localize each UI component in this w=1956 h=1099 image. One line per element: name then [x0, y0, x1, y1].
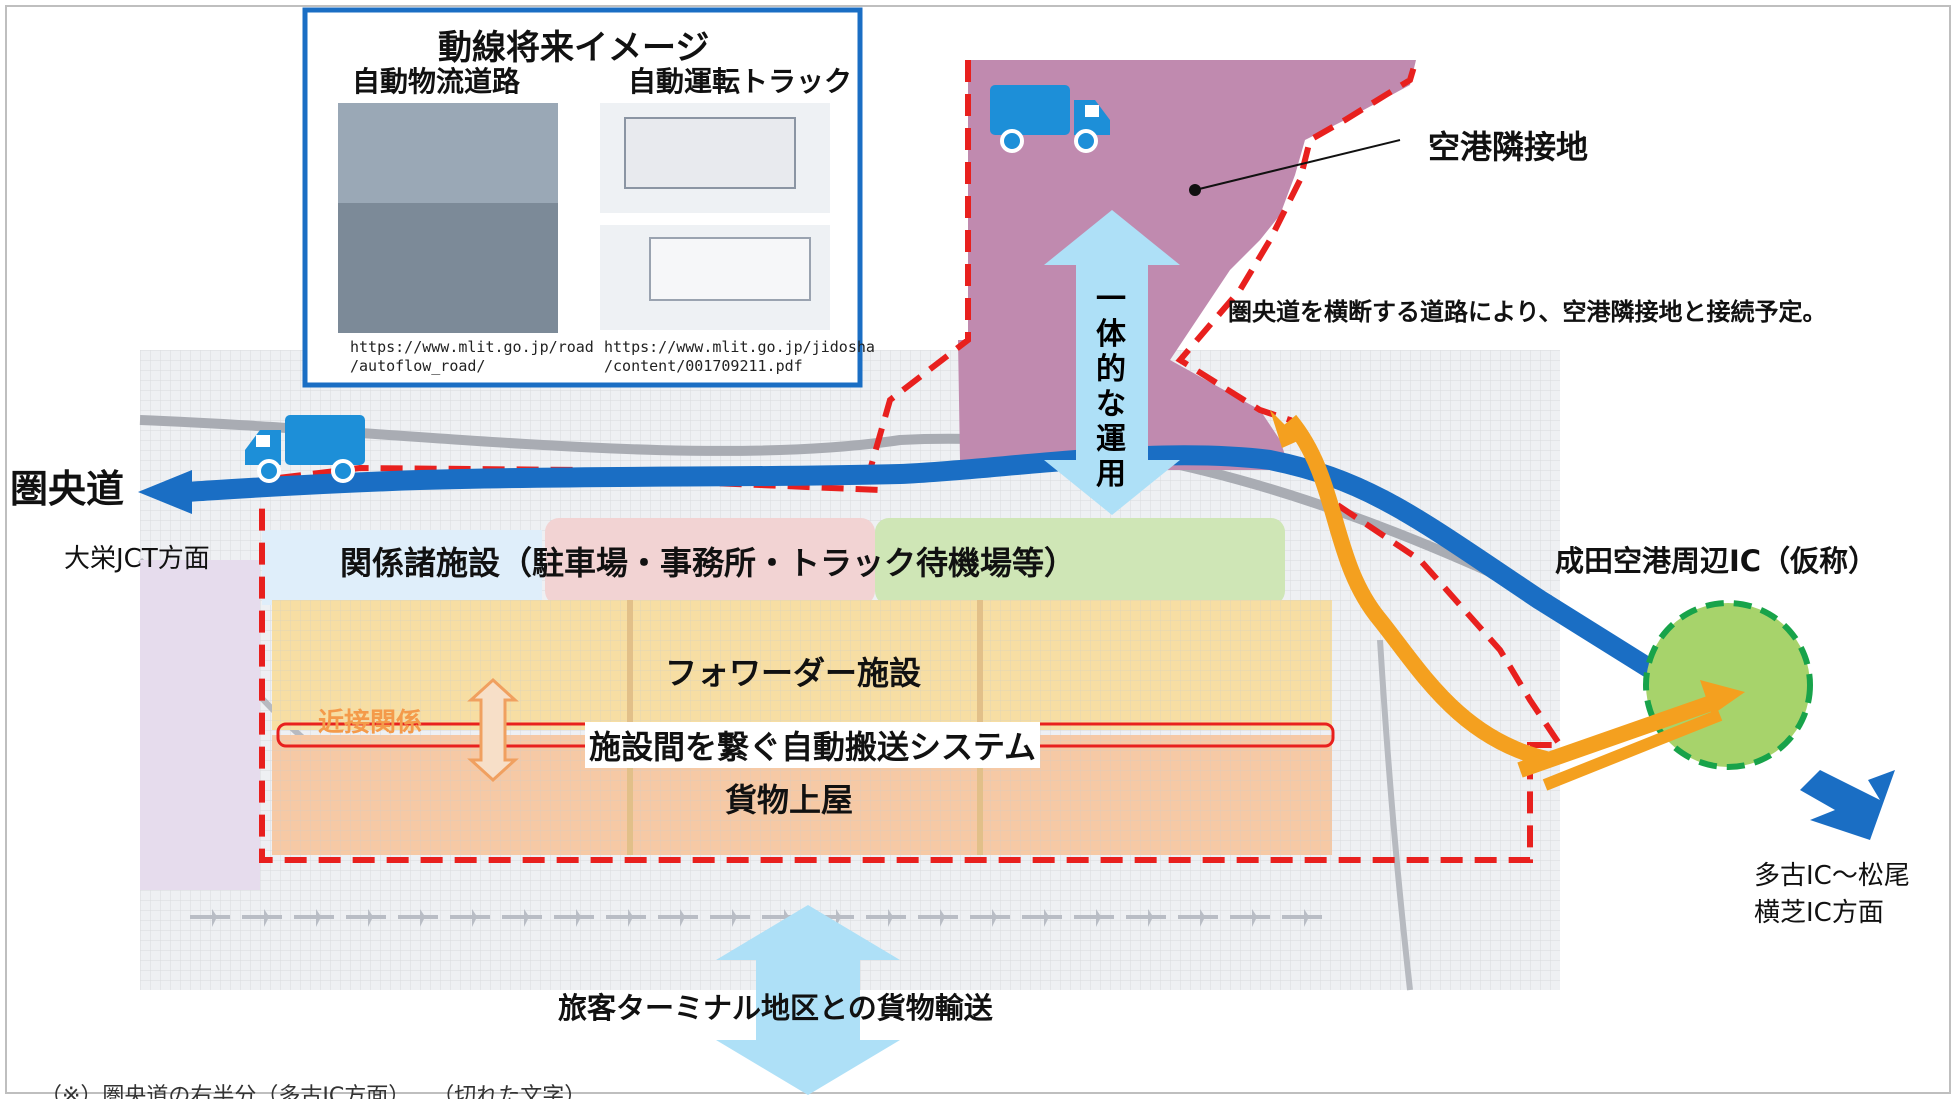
proximity-arrow [467, 677, 519, 783]
narita-ic-circle [1643, 600, 1813, 770]
integrated-operation-label: 一体的な運用 [1096, 282, 1126, 492]
ken-o-do-road [184, 445, 1706, 709]
truck-photo-1-trailer [624, 117, 796, 189]
related-facilities-zone-pink [545, 518, 875, 605]
yokoshiba-ic-label: 横芝IC方面 [1754, 898, 1884, 928]
inset-right-url[interactable]: https://www.mlit.go.jp/jidosha /content/… [604, 338, 875, 375]
red-dashed-boundary [259, 59, 1566, 863]
related-facilities-zone-blue [262, 530, 542, 605]
aircraft-icon [1126, 909, 1166, 927]
outer-frame [5, 5, 1951, 1094]
forwarder-label: フォワーダー施設 [665, 654, 922, 692]
aircraft-icon [294, 909, 334, 927]
tako-ic-label: 多古IC～松尾 [1754, 861, 1910, 891]
aircraft-icon [658, 909, 698, 927]
bottom-footnote-cut: （※）圏央道の右半分（多古IC方面）…（切れた文字） [40, 1084, 587, 1099]
orange-route [1517, 692, 1723, 778]
tako-direction-arrow [1800, 770, 1895, 840]
map-road [139, 415, 1553, 605]
aircraft-icon [606, 909, 646, 927]
aircraft-icon [866, 909, 906, 927]
leader-dot [1189, 184, 1201, 196]
aircraft-icon [1178, 909, 1218, 927]
aircraft-icon [190, 909, 230, 927]
narita-ic-label: 成田空港周辺IC（仮称） [1555, 544, 1878, 578]
related-facilities-zone-green [875, 518, 1285, 605]
truck-icon [990, 85, 1110, 153]
daiei-jct-label: 大栄JCT方面 [64, 544, 210, 574]
passenger-terminal-label: 旅客ターミナル地区との貨物輸送 [558, 991, 993, 1025]
truck-photo-2-trailer [649, 237, 811, 301]
ken-o-do-label: 圏央道 [10, 467, 125, 511]
orange-arrowhead [1270, 410, 1300, 448]
aircraft-icon [814, 909, 854, 927]
orange-route [1283, 414, 1552, 768]
leader-line [1194, 139, 1401, 191]
related-facilities-label: 関係諸施設（駐車場・事務所・トラック待機場等） [340, 544, 1077, 582]
aircraft-icon [1022, 909, 1062, 927]
aircraft-icon [1282, 909, 1322, 927]
aircraft-icon [346, 909, 386, 927]
integrated-operation-arrow [1044, 210, 1180, 515]
aircraft-icon [450, 909, 490, 927]
proximity-label: 近接関係 [318, 708, 423, 738]
auto-transport-label: 施設間を繋ぐ自動搬送システム [585, 722, 1041, 768]
orange-route [1542, 709, 1723, 791]
aircraft-icon [502, 909, 542, 927]
aircraft-icon [554, 909, 594, 927]
aircraft-icon [1074, 909, 1114, 927]
autoflow-road-photo-top [338, 103, 558, 203]
ken-o-do-arrowhead [138, 470, 192, 514]
cargo-building-label: 貨物上屋 [725, 781, 854, 819]
aircraft-icon [918, 909, 958, 927]
inset-right-heading: 自動運転トラック [628, 65, 853, 98]
aircraft-icon [1230, 909, 1270, 927]
map-zone [140, 560, 260, 890]
aircraft-icon [710, 909, 750, 927]
inset-title: 動線将来イメージ [438, 28, 710, 68]
inset-left-heading: 自動物流道路 [352, 65, 521, 98]
airport-adjacent-label: 空港隣接地 [1428, 128, 1589, 166]
aircraft-icon [970, 909, 1010, 927]
crossing-note: 圏央道を横断する道路により、空港隣接地と接続予定。 [1228, 298, 1827, 326]
passenger-terminal-arrow [716, 905, 900, 1095]
forwarder-grid [272, 600, 1332, 730]
aircraft-icon [242, 909, 282, 927]
aircraft-icon [398, 909, 438, 927]
inset-left-url[interactable]: https://www.mlit.go.jp/road /autoflow_ro… [350, 338, 594, 375]
truck-icon [245, 415, 365, 483]
orange-arrowhead [1700, 680, 1745, 715]
airport-adjacent-area [958, 60, 1416, 470]
aircraft-icon [762, 909, 802, 927]
aircraft-row [190, 909, 1322, 927]
map-road [1377, 639, 1413, 991]
